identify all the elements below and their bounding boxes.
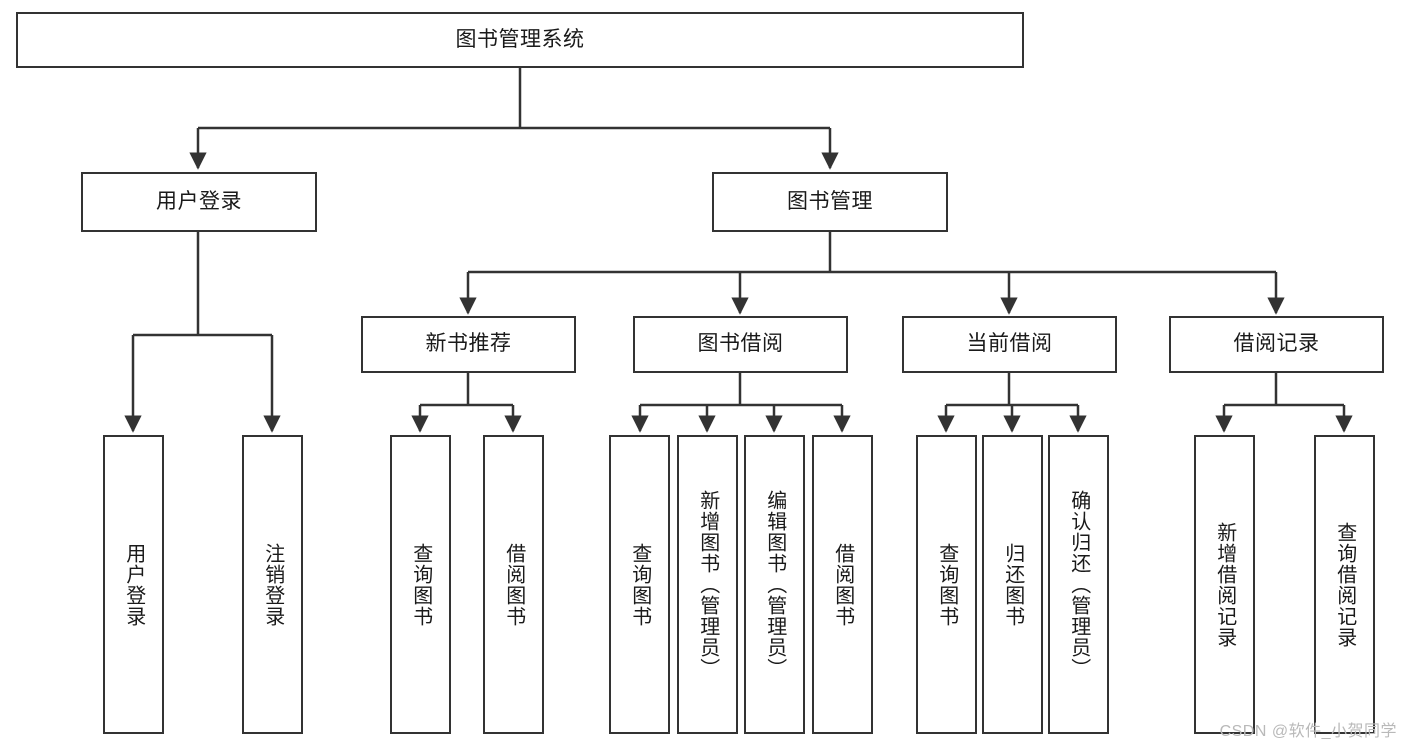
node-label: 注销登录 xyxy=(261,542,284,627)
node-user-login[interactable]: 用户登录 xyxy=(81,172,317,232)
leaf-book-borrow-edit[interactable]: 编辑图书（管理员） xyxy=(744,435,805,734)
node-label: 查询借阅记录 xyxy=(1333,521,1356,648)
node-label: 借阅记录 xyxy=(1233,332,1320,356)
node-label: 当前借阅 xyxy=(966,332,1053,356)
node-book-borrow[interactable]: 图书借阅 xyxy=(633,316,848,373)
node-label: 新增借阅记录 xyxy=(1213,521,1236,648)
leaf-book-borrow-query[interactable]: 查询图书 xyxy=(609,435,670,734)
node-new-book-recommend[interactable]: 新书推荐 xyxy=(361,316,576,373)
node-root-book-management-system[interactable]: 图书管理系统 xyxy=(16,12,1024,68)
node-label: 用户登录 xyxy=(156,189,242,213)
node-label: 编辑图书（管理员） xyxy=(763,490,786,679)
leaf-borrow-record-query[interactable]: 查询借阅记录 xyxy=(1314,435,1375,734)
node-label: 确认归还（管理员） xyxy=(1067,490,1090,679)
leaf-new-book-query[interactable]: 查询图书 xyxy=(390,435,451,734)
node-borrow-record[interactable]: 借阅记录 xyxy=(1169,316,1384,373)
leaf-current-borrow-confirm-return[interactable]: 确认归还（管理员） xyxy=(1048,435,1109,734)
node-label: 图书管理 xyxy=(787,189,873,213)
csdn-watermark: CSDN @软件_小贺同学 xyxy=(1219,723,1397,740)
node-label: 借阅图书 xyxy=(502,542,525,627)
leaf-new-book-borrow[interactable]: 借阅图书 xyxy=(483,435,544,734)
leaf-book-borrow-add[interactable]: 新增图书（管理员） xyxy=(677,435,738,734)
node-label: 查询图书 xyxy=(935,542,958,627)
leaf-user-login-logout[interactable]: 注销登录 xyxy=(242,435,303,734)
leaf-book-borrow-borrow[interactable]: 借阅图书 xyxy=(812,435,873,734)
node-label: 图书管理系统 xyxy=(455,27,585,51)
node-label: 查询图书 xyxy=(409,542,432,627)
node-label: 图书借阅 xyxy=(697,332,784,356)
node-label: 新书推荐 xyxy=(425,332,512,356)
leaf-borrow-record-add[interactable]: 新增借阅记录 xyxy=(1194,435,1255,734)
leaf-current-borrow-return[interactable]: 归还图书 xyxy=(982,435,1043,734)
node-book-management[interactable]: 图书管理 xyxy=(712,172,948,232)
node-label: 查询图书 xyxy=(628,542,651,627)
node-label: 归还图书 xyxy=(1001,542,1024,627)
leaf-current-borrow-query[interactable]: 查询图书 xyxy=(916,435,977,734)
node-label: 用户登录 xyxy=(122,542,145,627)
node-label: 借阅图书 xyxy=(831,542,854,627)
leaf-user-login-login[interactable]: 用户登录 xyxy=(103,435,164,734)
node-current-borrow[interactable]: 当前借阅 xyxy=(902,316,1117,373)
node-label: 新增图书（管理员） xyxy=(696,490,719,679)
